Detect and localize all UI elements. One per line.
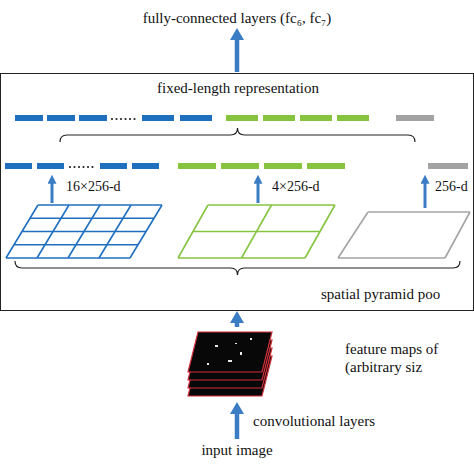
bin-bar (221, 163, 259, 169)
ellipsis-dot (120, 118, 122, 120)
bin-bar (396, 115, 434, 121)
grid-line (305, 205, 335, 258)
grid-line (193, 231, 320, 233)
pooling-grid (6, 205, 162, 258)
bin-bar (5, 163, 32, 169)
grid-line (99, 205, 131, 258)
flow-arrow (235, 321, 240, 327)
grid-line (130, 205, 162, 258)
ellipsis-dot (91, 166, 93, 168)
ellipsis-dot (111, 118, 113, 120)
grid-line (178, 257, 305, 259)
bin-bar (226, 115, 258, 121)
bin-bar (15, 115, 43, 121)
grid-line (445, 212, 470, 258)
activation-speck (207, 363, 209, 365)
edge-label: convolutional layers (251, 412, 377, 430)
brace (60, 128, 415, 142)
bin-bar (263, 115, 295, 121)
ellipsis-dot (115, 118, 117, 120)
node-text: fully-connected layers (fc₆, fc₇) (143, 9, 332, 27)
bin-bar (180, 115, 212, 121)
node-text: spatial pyramid poo (321, 285, 440, 303)
feature-map-sheet (188, 332, 272, 372)
grid-line (6, 257, 130, 259)
flow-arrow (235, 38, 240, 72)
pooling-grid (178, 205, 335, 258)
activation-speck (215, 345, 218, 347)
grid-line (338, 212, 368, 258)
node-text: input image (201, 441, 272, 459)
bin-bar (428, 163, 468, 169)
bin-bar (178, 163, 216, 169)
small-arrow (257, 182, 260, 203)
bin-bar (100, 163, 127, 169)
bin-bar (132, 163, 159, 169)
bin-bar (79, 115, 107, 121)
small-arrow (51, 182, 54, 203)
activation-speck (235, 343, 237, 344)
activation-speck (228, 360, 232, 362)
grid-line (22, 231, 146, 233)
ellipsis-dot (78, 166, 80, 168)
feature-map-group: feature maps of (arbitrary siz (145, 328, 470, 402)
grid-line (14, 244, 138, 246)
grid-line (338, 257, 445, 259)
bin-bar (47, 115, 75, 121)
activation-speck (240, 352, 242, 355)
dimension-label: 16×256-d (66, 178, 121, 195)
bin-bar (300, 115, 332, 121)
brace (15, 261, 460, 275)
small-arrow (424, 182, 427, 208)
ellipsis-dot (73, 166, 75, 168)
bin-bar (307, 163, 345, 169)
grid-line (368, 211, 470, 213)
stage-label: input image (198, 440, 275, 460)
feature-maps (188, 332, 272, 396)
stage-label: fully-connected layers (fc₆, fc₇) (140, 8, 335, 28)
bin-bar (142, 115, 174, 121)
ellipsis-dot (87, 166, 89, 168)
ellipsis-dot (124, 118, 126, 120)
dimension-label: 256-d (435, 178, 468, 195)
node-text: feature maps of (arbitrary siz (345, 340, 467, 376)
bin-bar (264, 163, 302, 169)
flow-arrow (235, 412, 240, 439)
dimension-label: 4×256-d (272, 178, 320, 195)
activation-speck (250, 338, 252, 340)
node-text: fixed-length representation (157, 79, 319, 97)
bin-bar (337, 115, 369, 121)
ellipsis-dot (133, 118, 135, 120)
ellipsis-dot (129, 118, 131, 120)
ellipsis-dot (82, 166, 84, 168)
ellipsis-dot (69, 166, 71, 168)
bin-bar (37, 163, 64, 169)
pooling-grid (338, 212, 470, 258)
